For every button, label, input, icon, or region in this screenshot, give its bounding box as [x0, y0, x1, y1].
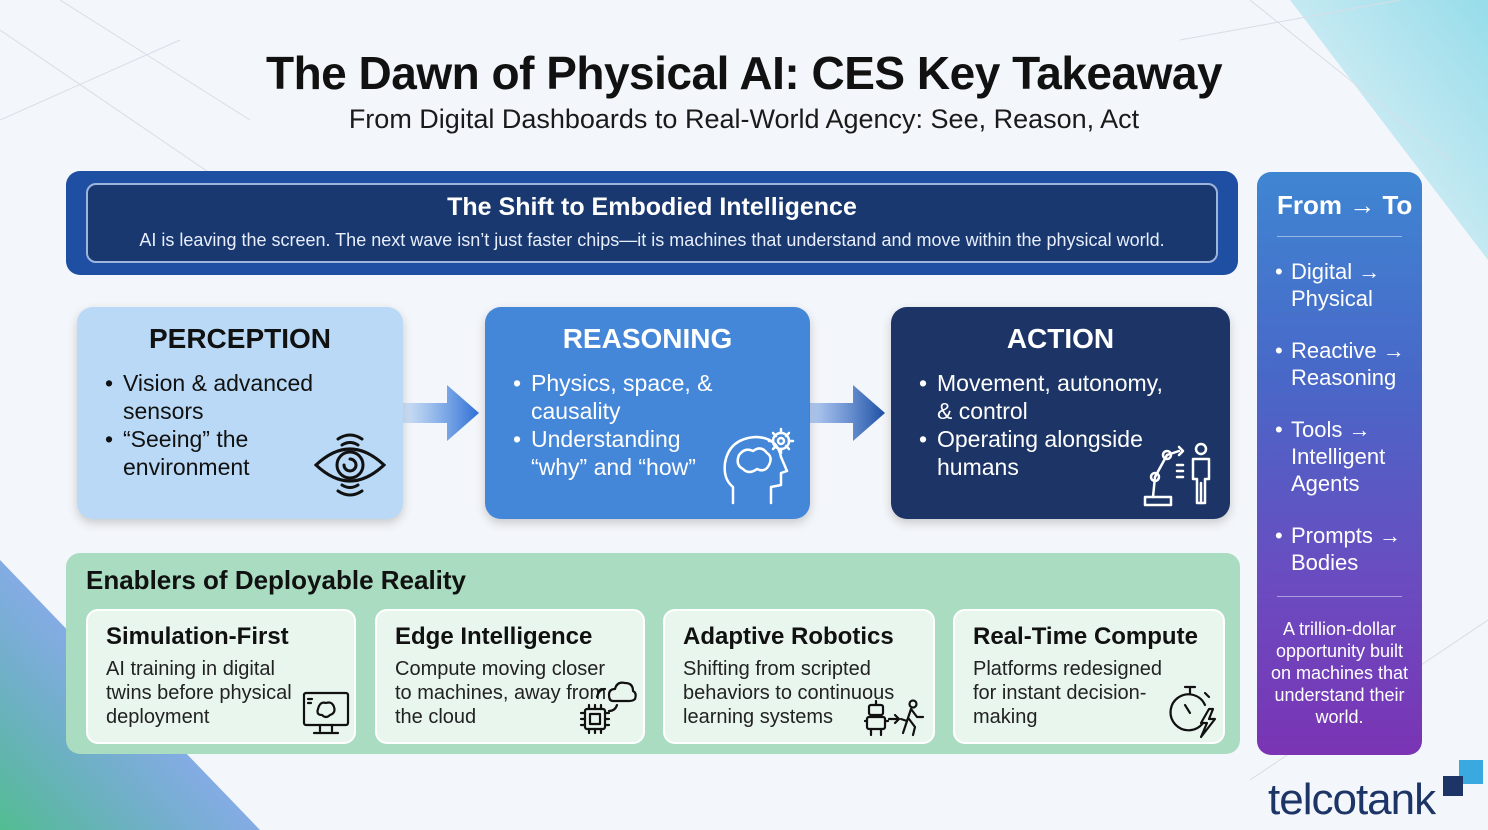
shift-text: AI is leaving the screen. The next wave …	[139, 230, 1165, 250]
side-item: •Tools → Intelligent Agents	[1275, 417, 1386, 496]
from-to-panel: From → To •Digital → Physical •Reactive …	[1257, 172, 1422, 755]
stage-title: REASONING	[562, 323, 733, 354]
stage-title: ACTION	[1006, 323, 1115, 354]
brand-logo: telcotank	[1268, 775, 1436, 824]
enabler-card-robotics: Adaptive Robotics Shifting from scripted…	[663, 609, 935, 744]
enabler-text: Compute moving closer to machines, away …	[395, 658, 607, 728]
stage-bullets: Movement, autonomy, & control Operating …	[917, 369, 1177, 481]
stage-bullet: Operating alongside humans	[917, 425, 1157, 481]
stage-bullet: Understanding “why” and “how”	[511, 425, 721, 481]
eye-sensor-icon	[313, 433, 387, 497]
enablers-panel: Enablers of Deployable Reality Simulatio…	[66, 553, 1240, 754]
enabler-title: Simulation-First	[106, 623, 289, 650]
stopwatch-bolt-icon	[1169, 685, 1217, 739]
shift-banner: The Shift to Embodied Intelligence AI is…	[66, 171, 1238, 275]
stage-bullets: Vision & advanced sensors “Seeing” the e…	[103, 369, 323, 481]
page-title: The Dawn of Physical AI: CES Key Takeawa…	[265, 47, 1223, 99]
shift-title: The Shift to Embodied Intelligence	[447, 193, 857, 221]
enablers-title: Enablers of Deployable Reality	[86, 565, 467, 595]
shift-banner-inner: The Shift to Embodied Intelligence AI is…	[86, 183, 1218, 263]
divider	[1277, 596, 1402, 597]
side-item: •Prompts → Bodies	[1275, 523, 1402, 575]
enabler-text: Platforms redesigned for instant decisio…	[973, 658, 1162, 728]
stage-bullets: Physics, space, & causality Understandin…	[511, 369, 731, 481]
enabler-card-edge: Edge Intelligence Compute moving closer …	[375, 609, 645, 744]
side-title: From → To	[1277, 190, 1413, 220]
stage-card-action: ACTION Movement, autonomy, & control Ope…	[891, 307, 1230, 519]
stage-bullet: “Seeing” the environment	[103, 425, 293, 481]
enabler-title: Real-Time Compute	[973, 623, 1198, 650]
divider	[1277, 236, 1402, 237]
enabler-title: Edge Intelligence	[395, 623, 593, 650]
stage-card-perception: PERCEPTION Vision & advanced sensors “Se…	[77, 307, 403, 519]
enabler-text: AI training in digital twins before phys…	[106, 658, 292, 728]
robot-walker-icon	[863, 699, 925, 737]
arrow-right-icon	[809, 385, 885, 441]
side-footer: A trillion-dollar opportunity built on m…	[1270, 619, 1409, 727]
side-item: •Digital → Physical	[1275, 259, 1381, 311]
enabler-card-compute: Real-Time Compute Platforms redesigned f…	[953, 609, 1225, 744]
enabler-card-simulation: Simulation-First AI training in digital …	[86, 609, 356, 744]
chip-cloud-icon	[579, 681, 637, 735]
stage-bullet: Vision & advanced sensors	[103, 369, 323, 425]
stage-bullet: Movement, autonomy, & control	[917, 369, 1177, 425]
enabler-title: Adaptive Robotics	[683, 623, 894, 650]
monitor-brain-icon	[302, 691, 350, 735]
robot-arm-human-icon	[1143, 442, 1211, 507]
stage-bullet: Physics, space, & causality	[511, 369, 731, 425]
page-subtitle: From Digital Dashboards to Real-World Ag…	[348, 104, 1140, 134]
stage-title: PERCEPTION	[148, 323, 332, 354]
stage-card-reasoning: REASONING Physics, space, & causality Un…	[485, 307, 810, 519]
arrow-right-icon	[403, 385, 479, 441]
side-item: •Reactive → Reasoning	[1275, 338, 1405, 390]
enabler-text: Shifting from scripted behaviors to cont…	[683, 658, 895, 728]
brand-logo-mark	[1443, 760, 1483, 796]
head-gears-icon	[723, 427, 795, 505]
